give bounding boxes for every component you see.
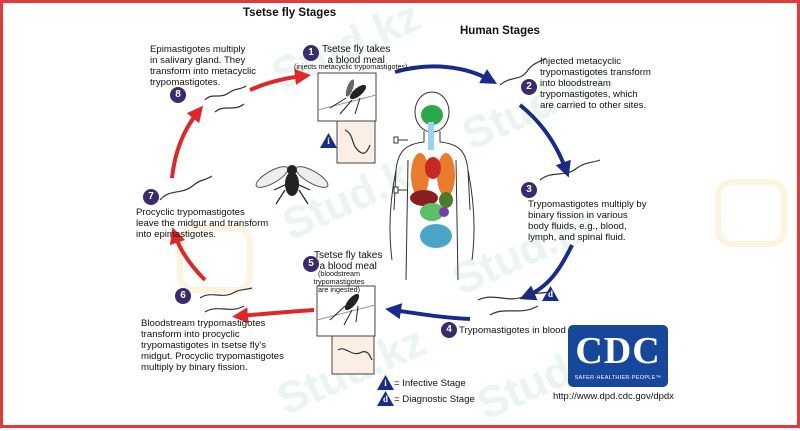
stage-5-subtext: (bloodstream trypomastigotes are ingeste…	[313, 269, 365, 294]
stage-badge-3: 3	[521, 182, 537, 198]
stage-8-text: Epimastigotes multiply in salivary gland…	[150, 44, 257, 88]
parasite-illustrations	[159, 57, 601, 316]
arrow-5-to-6	[232, 307, 315, 324]
legend-diagnostic-label: = Diagnostic Stage	[394, 394, 475, 405]
stage-5-text: Tsetse fly takes a blood meal	[314, 250, 383, 272]
tsetse-cycle-arrows	[169, 68, 315, 324]
legend-diagnostic-icon: d	[377, 391, 394, 406]
stage-badge-6: 6	[175, 288, 191, 304]
parasite-stage-3	[539, 159, 601, 181]
stage-2-text: Injected metacyclic trypomastigotes tran…	[540, 56, 651, 111]
human-body-illustration	[389, 91, 475, 281]
parasite-stage-6a	[199, 287, 253, 299]
arrow-2-to-3	[518, 103, 571, 178]
stage-1-subtext: (injects metacyclic trypomastigotes)	[294, 62, 408, 71]
human-stages-heading: Human Stages	[460, 25, 540, 37]
iv-lines	[393, 136, 408, 194]
stage-badge-5: 5	[303, 256, 319, 272]
source-url: http://www.dpd.cdc.gov/dpdx	[553, 391, 674, 402]
parasite-stage-4a	[477, 291, 549, 301]
fly-feeding-panel-bottom	[316, 285, 376, 337]
diagnostic-marker: d	[542, 286, 559, 301]
arrow-4-to-5	[385, 303, 471, 321]
stage-1-text: Tsetse fly takes a blood meal	[322, 44, 391, 66]
infective-marker: i	[320, 133, 337, 148]
tsetse-stages-heading: Tsetse fly Stages	[243, 7, 337, 19]
parasite-stage-6b	[204, 305, 245, 313]
arrow-6-to-7	[169, 227, 207, 282]
human-organs	[410, 105, 455, 248]
stage-badge-8: 8	[170, 87, 186, 103]
legend-infective-label: = Infective Stage	[394, 378, 466, 389]
stage-badge-1: 1	[303, 45, 319, 61]
tsetse-fly-illustration	[255, 165, 329, 205]
arrow-3-to-4	[519, 244, 574, 301]
legend-infective-icon: i	[377, 375, 394, 390]
stage-3-text: Trypomastigotes multiply by binary fissi…	[528, 199, 647, 243]
stage-7-text: Procyclic trypomastigotes leave the midg…	[136, 207, 269, 240]
parasite-stage-8b	[214, 103, 245, 113]
human-cycle-arrows	[385, 64, 574, 321]
parasite-stage-4b	[489, 305, 539, 316]
stage-6-text: Bloodstream trypomastigotes transform in…	[141, 318, 284, 373]
stage-4-text: Trypomastigotes in blood	[459, 325, 566, 336]
watermark-logo-left	[177, 225, 253, 293]
arrow-1-to-2	[394, 64, 497, 84]
stage-badge-4: 4	[441, 322, 457, 338]
fly-feeding-panel-top	[317, 72, 377, 122]
arrow-7-to-8	[170, 105, 204, 179]
cdc-logo: CDC SAFER·HEALTHIER·PEOPLE™	[568, 325, 668, 387]
trypomastigote-inset	[331, 335, 375, 375]
watermark-logo-right	[715, 179, 787, 247]
stage-badge-7: 7	[143, 189, 159, 205]
metacyclic-inset	[336, 120, 376, 164]
parasite-stage-2	[499, 57, 547, 86]
parasite-stage-8a	[204, 85, 247, 101]
parasite-stage-7	[159, 175, 213, 201]
arrow-8-to-1	[249, 68, 311, 92]
stage-badge-2: 2	[521, 79, 537, 95]
